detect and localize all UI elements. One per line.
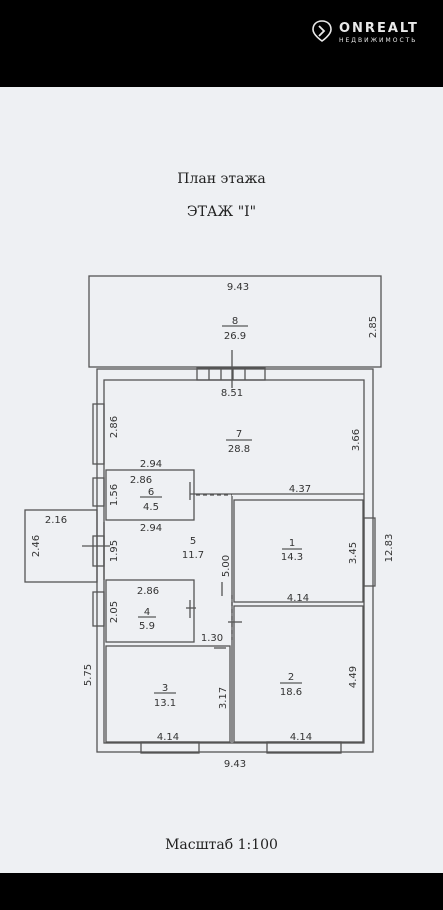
room-2-outline: [233, 605, 364, 743]
dim-porch-depth: 2.46: [31, 535, 42, 557]
plan-scale: Масштаб 1:100: [165, 837, 278, 853]
dim-room2-side: 4.49: [348, 666, 359, 688]
dim-room2-width: 4.14: [290, 732, 312, 743]
room-4-number: 4: [144, 607, 150, 618]
room-7-area: 28.8: [228, 444, 250, 455]
floor-label: ЭТАЖ "I": [186, 204, 257, 220]
room-5-area: 11.7: [182, 550, 204, 561]
brand-logo: ONREALT НЕДВИЖИМОСТЬ: [311, 20, 433, 50]
dim-room1-side: 3.45: [348, 542, 359, 564]
dim-room6-inner: 2.86: [130, 475, 152, 486]
room-6-number: 6: [148, 487, 154, 498]
dim-room3-width: 4.14: [157, 732, 179, 743]
room-4-outline: [105, 579, 195, 643]
room-3-outline: [105, 645, 231, 743]
room-6-area: 4.5: [143, 502, 159, 513]
dim-room7-left: 2.86: [109, 416, 120, 438]
terrace-outline: [88, 275, 382, 368]
room-8-number: 8: [232, 316, 238, 327]
dim-door-gap: 1.30: [201, 633, 223, 644]
dim-room7-right: 3.66: [351, 429, 362, 451]
room-1-number: 1: [289, 538, 295, 549]
room-6-outline: [105, 469, 195, 521]
logo-name: ONREALT: [339, 21, 419, 36]
room-5-number: 5: [190, 536, 196, 547]
room-2-number: 2: [288, 672, 294, 683]
dim-bottom-width: 9.43: [224, 759, 246, 770]
dim-terrace-depth: 2.85: [368, 316, 379, 338]
dim-room7-width: 8.51: [221, 388, 243, 399]
plan-title: План этажа: [177, 171, 266, 187]
room-1-outline: [233, 499, 364, 603]
dim-top-width: 9.43: [227, 282, 249, 293]
logo-subtitle: НЕДВИЖИМОСТЬ: [339, 37, 418, 44]
dim-room6-bottom: 2.94: [140, 523, 162, 534]
room-1-area: 14.3: [281, 552, 303, 563]
room-3-area: 13.1: [154, 698, 176, 709]
dim-room6-side: 1.56: [109, 484, 120, 506]
dim-room7-bottom: 4.37: [289, 484, 311, 495]
dim-room1-width: 4.14: [287, 593, 309, 604]
room-7-number: 7: [236, 429, 242, 440]
dim-corridor-side: 1.95: [109, 540, 120, 562]
dim-porch-width: 2.16: [45, 515, 67, 526]
dim-corridor-height: 5.00: [221, 555, 232, 577]
dim-room6-top: 2.94: [140, 459, 162, 470]
room-2-area: 18.6: [280, 687, 302, 698]
room-8-area: 26.9: [224, 331, 246, 342]
dim-room4-side: 2.05: [109, 601, 120, 623]
dim-right-total: 12.83: [384, 534, 395, 563]
dim-left-lower: 5.75: [83, 664, 94, 686]
dim-room3-side: 3.17: [218, 687, 229, 709]
room-4-area: 5.9: [139, 621, 155, 632]
dim-room4-top: 2.86: [137, 586, 159, 597]
room-3-number: 3: [162, 683, 168, 694]
outer-wall: [96, 368, 374, 753]
logo-pin-icon: [312, 20, 332, 42]
